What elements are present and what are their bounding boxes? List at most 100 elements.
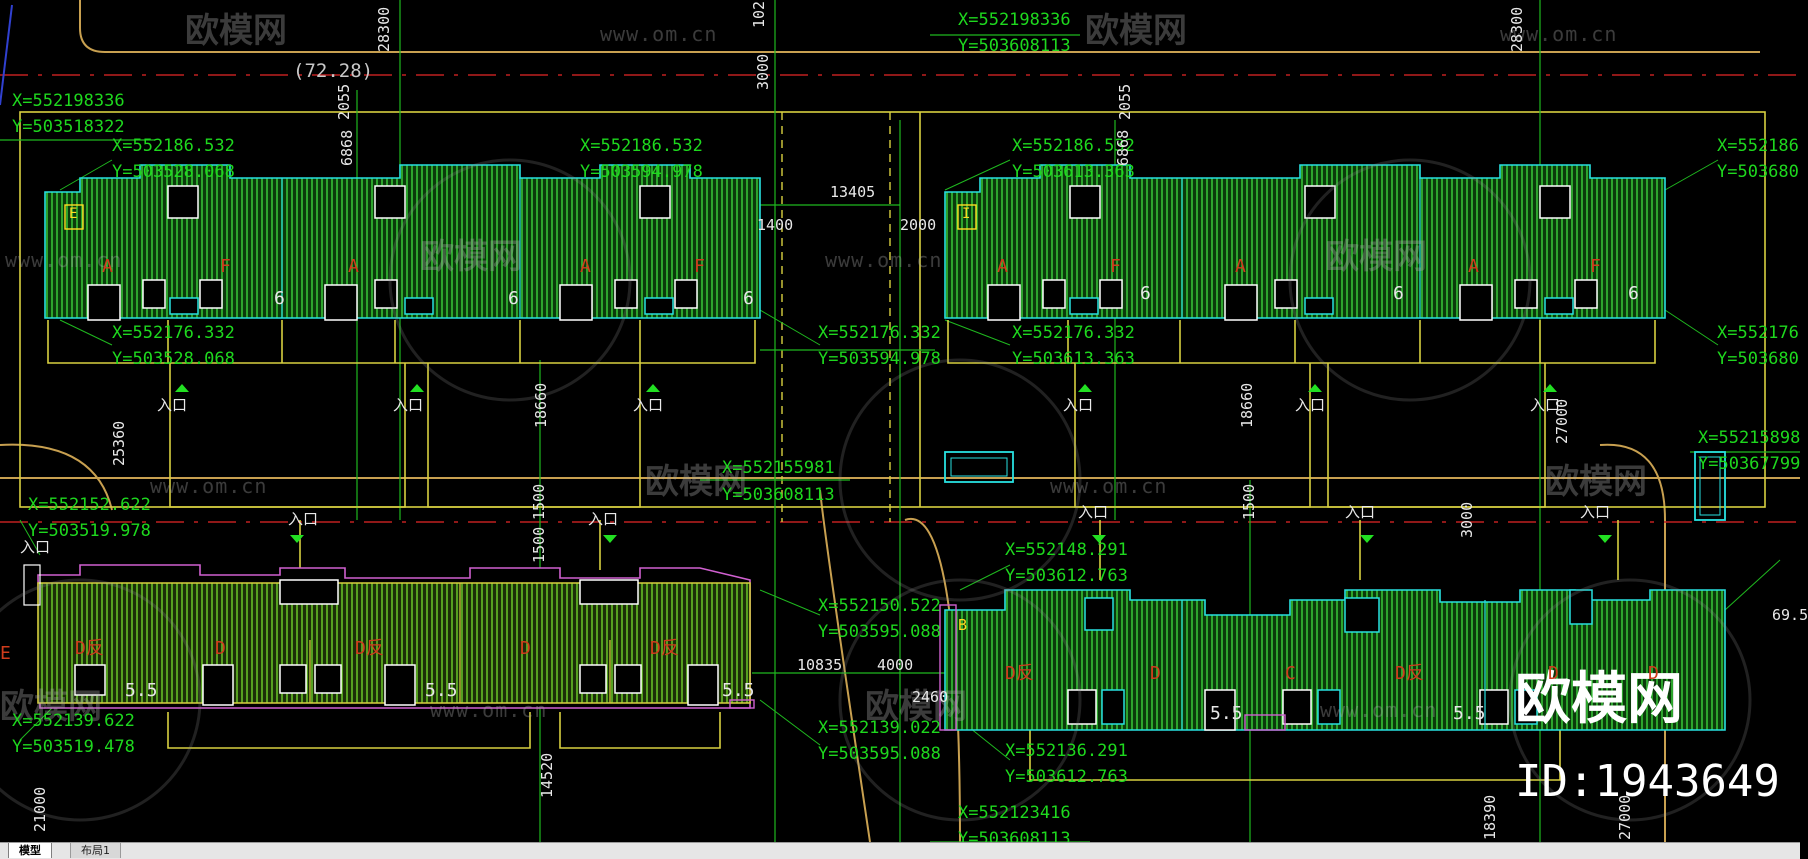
- unit-type-label: D: [1548, 663, 1559, 684]
- unit-type-label: D反: [1005, 663, 1034, 684]
- vertical-dimension-label: 25360: [110, 420, 128, 466]
- dimension-label: 13405: [830, 183, 876, 201]
- coord-x-label: X=552198336: [958, 10, 1071, 30]
- tab-layout1[interactable]: 布局1: [70, 843, 121, 858]
- coord-y-label: Y=503608113: [958, 36, 1071, 56]
- vertical-dimension-label: 21000: [31, 786, 49, 832]
- coord-x-label: X=552186.532: [1012, 136, 1135, 156]
- vertical-dimension-label: 1500: [530, 526, 548, 563]
- unit-type-label: D: [1648, 663, 1659, 684]
- watermark-brand: 欧模网: [185, 11, 287, 51]
- floor-count-label: 6: [508, 288, 519, 309]
- watermark-brand: 欧模网: [0, 687, 102, 727]
- unit-type-label: D: [1150, 663, 1161, 684]
- coord-y-label: Y=503595.088: [818, 622, 941, 642]
- parking-frames: [47, 320, 1656, 781]
- coord-x-label: X=552136.291: [1005, 741, 1128, 761]
- coord-y-label: Y=503519.478: [12, 737, 135, 757]
- building-bottom-right: [939, 589, 1726, 731]
- entrance-label: 入口: [157, 396, 188, 414]
- watermark-rings: [0, 158, 1752, 822]
- dimension-label: 1400: [757, 216, 794, 234]
- site-plan-drawing: [0, 0, 1800, 843]
- unit-type-label: D反: [75, 638, 104, 659]
- coord-y-label: Y=503594.978: [580, 162, 703, 182]
- unit-type-label: F: [1110, 256, 1121, 277]
- unit-type-label: D: [520, 638, 531, 659]
- coord-x-label: X=55215898: [1698, 428, 1801, 448]
- unit-type-label: A: [997, 256, 1008, 277]
- coord-x-label: X=552139.022: [818, 718, 941, 738]
- floor-count-label: 5.5: [125, 680, 158, 701]
- vertical-dimension-label: 1500: [530, 483, 548, 520]
- entrance-label: 入口: [1295, 396, 1326, 414]
- unit-type-label: D反: [355, 638, 384, 659]
- watermark-url: www.om.cn: [430, 698, 548, 722]
- unit-type-label: A: [348, 256, 359, 277]
- kiosk-inner: [950, 457, 1008, 477]
- coord-x-label: X=552176: [1717, 323, 1799, 343]
- watermark-brand: 欧模网: [1085, 11, 1187, 51]
- coord-y-label: Y=503680: [1717, 349, 1799, 369]
- coord-x-label: X=552176.332: [1012, 323, 1135, 343]
- watermark-logo: 欧模网: [1515, 667, 1683, 732]
- coord-x-label: X=552186.532: [112, 136, 235, 156]
- entrance-label: 入口: [1580, 503, 1611, 521]
- vertical-dimension-label: 6868: [338, 129, 356, 166]
- watermark-url: www.om.cn: [5, 248, 123, 272]
- tab-model[interactable]: 模型: [8, 843, 52, 858]
- building-top-right: [944, 164, 1666, 321]
- dimension-label: 4000: [877, 656, 914, 674]
- coord-x-label: X=552176.332: [112, 323, 235, 343]
- site-boundary: [19, 111, 1766, 508]
- vertical-dimension-label: 1500: [1240, 483, 1258, 520]
- coord-y-label: Y=503612.763: [1005, 767, 1128, 787]
- vertical-dimension-label: 14520: [538, 752, 556, 798]
- coord-y-label: Y=503528.068: [112, 162, 235, 182]
- entrance-label: 入口: [1078, 503, 1109, 521]
- watermark-brand: 欧模网: [865, 687, 967, 727]
- watermark-url: www.om.cn: [1500, 22, 1618, 46]
- watermark-url: www.om.cn: [600, 22, 718, 46]
- watermark-url: www.om.cn: [150, 474, 268, 498]
- layout-tab-bar: 模型 布局1: [0, 842, 1800, 859]
- watermark-brand: 欧模网: [1545, 462, 1647, 502]
- vertical-dimension-label: 3000: [754, 53, 772, 90]
- unit-type-label: A: [580, 256, 591, 277]
- entrance-label: 入口: [20, 538, 51, 556]
- coord-y-label: Y=503680: [1717, 162, 1799, 182]
- coord-x-label: X=552186: [1717, 136, 1799, 156]
- unit-type-label: A: [102, 256, 113, 277]
- vertical-dimension-label: 3000: [1458, 501, 1476, 538]
- unit-type-label: F: [694, 256, 705, 277]
- entrance-markers: [175, 384, 1612, 543]
- coord-y-label: Y=50367799: [1698, 454, 1801, 474]
- unit-type-label: A: [1468, 256, 1479, 277]
- coord-y-label: Y=503608113: [722, 485, 835, 505]
- dashed-axes: [781, 112, 891, 522]
- coord-y-label: Y=503518322: [12, 117, 125, 137]
- floor-count-label: 6: [1628, 283, 1639, 304]
- entrance-label: 入口: [288, 510, 319, 528]
- unit-type-label: E: [69, 206, 78, 222]
- vertical-dimension-label: 18390: [1481, 794, 1499, 840]
- coord-y-label: Y=503613.363: [1012, 349, 1135, 369]
- vertical-dimension-label: 27000: [1616, 794, 1634, 840]
- entrance-label: 入口: [1063, 396, 1094, 414]
- unit-type-label: C: [1285, 663, 1296, 684]
- dimension-label: 69.5: [1772, 606, 1808, 624]
- floor-count-label: 6: [1393, 283, 1404, 304]
- vertical-dimension-label: 2055: [1116, 83, 1134, 120]
- vertical-dimension-label: 2055: [335, 83, 353, 120]
- dimension-label: 2460: [912, 688, 949, 706]
- coord-y-label: Y=503612.763: [1005, 566, 1128, 586]
- entrance-label: 入口: [633, 396, 664, 414]
- coord-x-label: X=552152.622: [28, 495, 151, 515]
- entrance-label: 入口: [588, 510, 619, 528]
- vertical-dimension-label: 102: [750, 0, 768, 28]
- watermark-url: www.om.cn: [1050, 474, 1168, 498]
- floor-count-label: 5.5: [1453, 703, 1486, 724]
- building-top-left: [44, 164, 761, 321]
- coord-x-label: X=552186.532: [580, 136, 703, 156]
